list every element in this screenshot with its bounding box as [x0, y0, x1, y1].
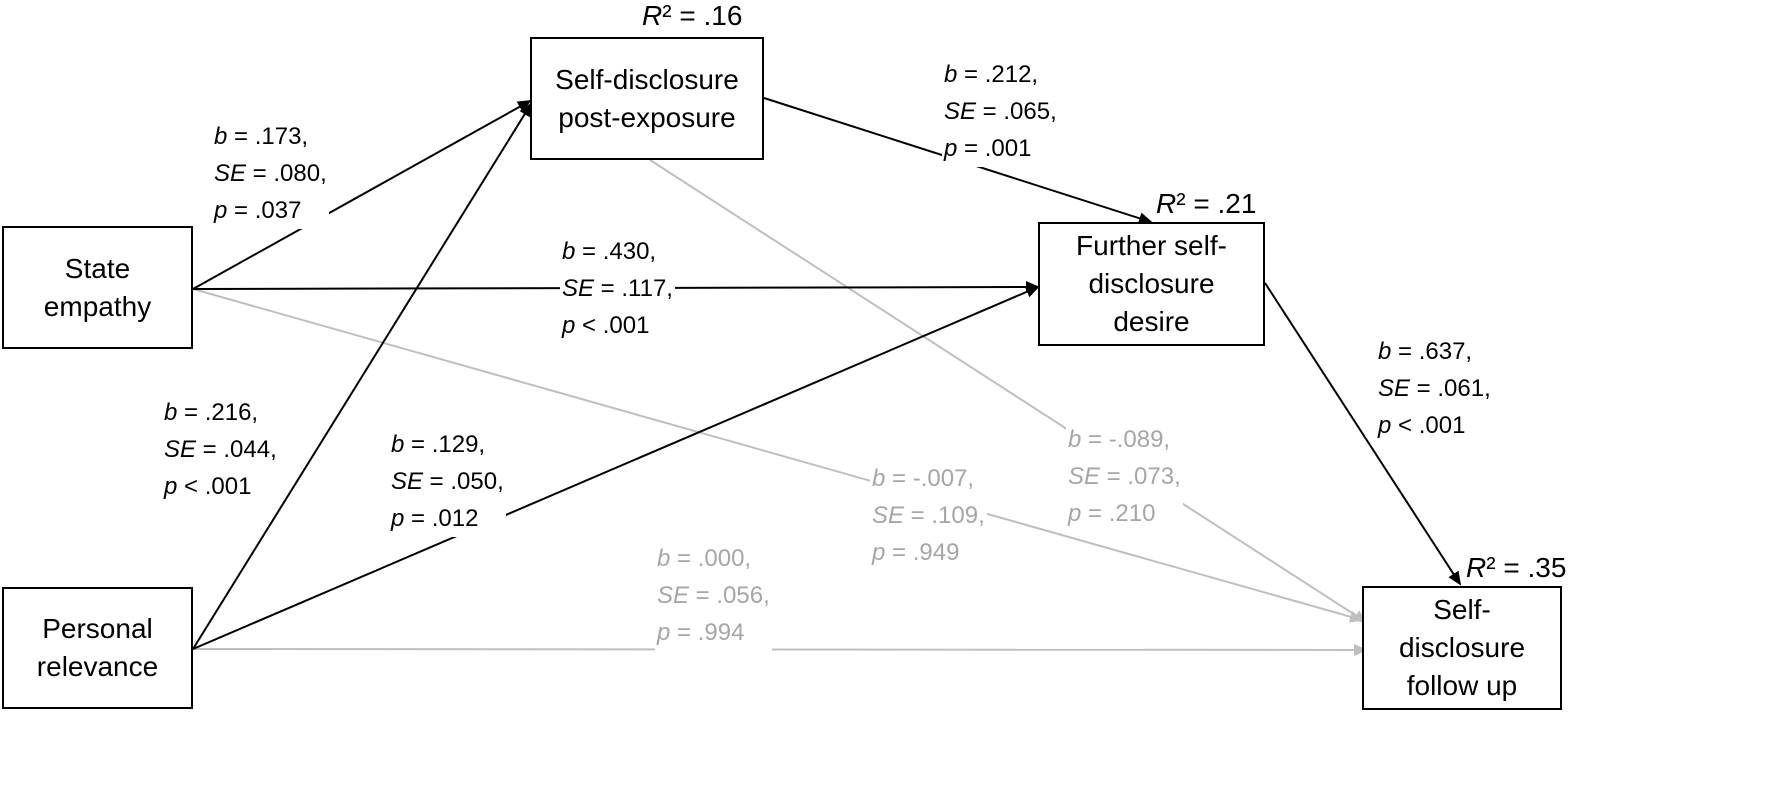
p-value: .210	[1108, 500, 1156, 527]
node-state-empathy: State empathy	[2, 226, 193, 349]
p-value: .037	[254, 197, 302, 224]
p-operator: <	[1398, 412, 1413, 439]
node-label-line: disclosure	[1088, 268, 1215, 299]
p-operator: =	[892, 539, 907, 566]
r2-label-further-sd: R² = .21	[1156, 188, 1257, 219]
r2-value: .16	[703, 0, 743, 31]
se-value: .061,	[1437, 375, 1491, 402]
node-personal-relevance: Personal relevance	[2, 587, 193, 709]
se-value: .056,	[716, 582, 770, 609]
node-label-line: empathy	[43, 290, 152, 322]
r2-label-sd-post: R² = .16	[642, 0, 743, 31]
path-line-pr-to-sdpost	[192, 102, 533, 650]
path-stat-pr-to-further: b = .129, SE = .050, p = .012	[389, 426, 506, 537]
se-value: .109,	[931, 502, 985, 529]
node-label-line: Self-	[1433, 594, 1491, 625]
path-stat-pr-to-sdpost: b = .216, SE = .044, p < .001	[162, 394, 279, 505]
se-value: .073,	[1127, 463, 1181, 490]
p-value: .994	[697, 619, 745, 646]
p-operator: =	[964, 135, 979, 162]
p-value: .001	[602, 312, 650, 339]
b-value: .430,	[602, 238, 657, 265]
p-operator: <	[184, 473, 199, 500]
path-stat-sdpost-to-follow: b = -.089, SE = .073, p = .210	[1066, 421, 1183, 532]
p-value: .012	[431, 505, 479, 532]
p-operator: =	[411, 505, 426, 532]
path-stat-sdpost-to-further: b = .212, SE = .065, p = .001	[942, 56, 1059, 167]
path-line-se-to-sdpost	[192, 100, 532, 290]
b-value: .637,	[1418, 338, 1473, 365]
se-value: .044,	[223, 436, 277, 463]
se-value: .080,	[273, 160, 327, 187]
path-line-pr-to-further	[192, 286, 1040, 650]
p-value: .001	[204, 473, 252, 500]
node-label-line: State	[64, 252, 131, 284]
path-stat-se-to-further: b = .430, SE = .117, p < .001	[560, 233, 675, 344]
b-value: .173,	[254, 123, 309, 150]
p-value: .949	[912, 539, 960, 566]
p-value: .001	[1418, 412, 1466, 439]
node-label-line: desire	[1113, 306, 1190, 337]
b-value: .212,	[984, 61, 1039, 88]
path-line-further-to-follow	[1264, 282, 1462, 586]
node-self-disclosure-follow-up: Self-disclosure follow up	[1362, 586, 1562, 710]
path-stat-se-to-sdpost: b = .173, SE = .080, p = .037	[212, 118, 329, 229]
b-value: -.007,	[912, 465, 975, 492]
b-value: .000,	[697, 545, 752, 572]
node-label-line: disclosure	[1398, 632, 1526, 663]
path-line-pr-to-follow	[192, 643, 1368, 656]
se-value: .050,	[450, 468, 504, 495]
path-stat-pr-to-follow: b = .000, SE = .056, p = .994	[655, 540, 772, 651]
p-value: .001	[984, 135, 1032, 162]
node-label-line: Further self-	[1076, 230, 1227, 261]
path-line-se-to-follow	[192, 288, 1364, 623]
node-further-self-disclosure-desire: Further self-disclosure desire	[1038, 222, 1265, 346]
se-value: .117,	[621, 275, 673, 302]
p-operator: =	[234, 197, 249, 224]
r2-value: .21	[1217, 188, 1257, 219]
path-stat-se-to-follow: b = -.007, SE = .109, p = .949	[870, 460, 987, 571]
se-value: .065,	[1003, 98, 1057, 125]
b-value: .129,	[431, 431, 486, 458]
node-label-line: follow up	[1406, 670, 1518, 701]
node-label-line: post-exposure	[558, 101, 736, 133]
p-operator: <	[582, 312, 597, 339]
node-label-line: Personal	[42, 613, 153, 644]
r2-label-sd-follow: R² = .35	[1466, 552, 1567, 583]
r2-value: .35	[1527, 552, 1567, 583]
node-self-disclosure-post-exposure: Self-disclosure post-exposure	[530, 37, 764, 160]
node-label-line: Self-disclosure	[555, 63, 739, 95]
node-label-line: relevance	[36, 651, 159, 682]
path-stat-further-to-follow: b = .637, SE = .061, p < .001	[1376, 333, 1493, 444]
path-line-sdpost-to-follow	[649, 159, 1368, 624]
p-operator: =	[677, 619, 692, 646]
b-value: -.089,	[1108, 426, 1171, 453]
b-value: .216,	[204, 399, 259, 426]
p-operator: =	[1088, 500, 1103, 527]
